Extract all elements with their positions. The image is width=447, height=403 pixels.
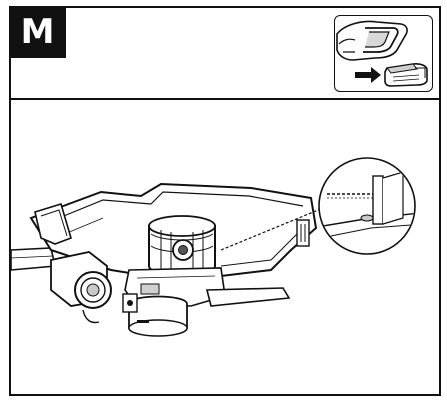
step-frame (9, 6, 441, 396)
step-badge: M (9, 6, 66, 58)
header-divider (9, 98, 441, 100)
drone-assembly-illustration (11, 157, 416, 337)
main-illustration (11, 100, 439, 394)
magnifier-detail-icon (318, 157, 416, 255)
inset-detail (334, 15, 433, 92)
insertion-arrow-icon (355, 67, 381, 83)
battery-insert-detail-icon (336, 20, 428, 87)
